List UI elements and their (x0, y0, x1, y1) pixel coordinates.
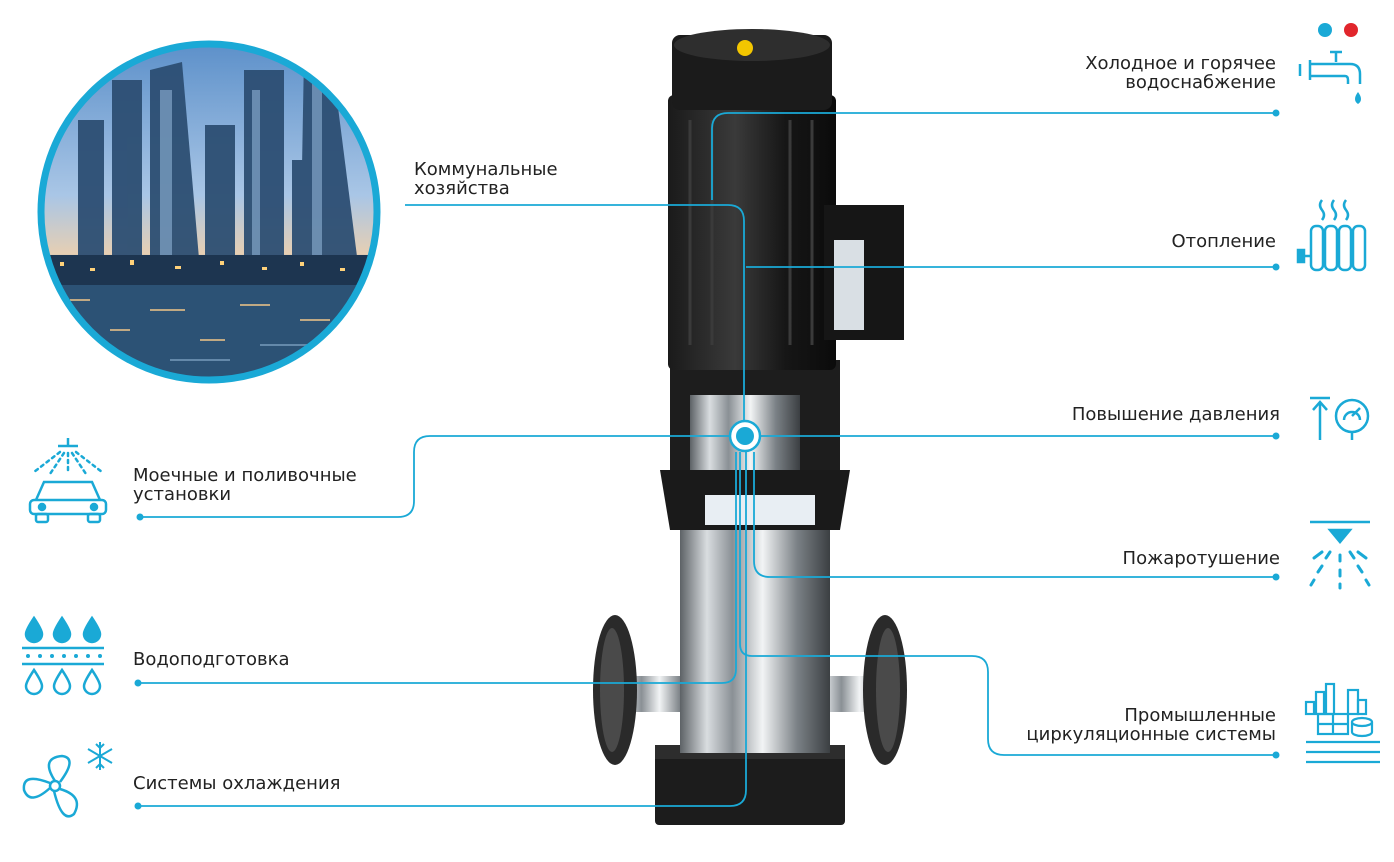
label-fire-fighting: Пожаротушение (1122, 548, 1280, 569)
label-water-treatment: Водоподготовка (133, 649, 290, 670)
label-heating: Отопление (1171, 231, 1276, 252)
label-communal: Коммунальные хозяйства (414, 159, 558, 199)
connector-endpoints (134, 109, 1280, 810)
pump-illustration (593, 29, 907, 825)
connector-hub (728, 419, 762, 453)
sprinkler-icon (1309, 520, 1371, 590)
water-filter-icon (22, 615, 104, 696)
label-pressure-boost: Повышение давления (1071, 404, 1280, 425)
connector-lines (138, 112, 1276, 807)
industrial-plant-icon (1304, 682, 1380, 764)
label-industrial: Промышленные циркуляционные системы (1026, 705, 1276, 745)
label-water-supply: Холодное и горячее водоснабжение (1085, 53, 1276, 93)
fan-snowflake-icon (22, 742, 113, 818)
faucet-icon (1298, 23, 1362, 104)
pressure-gauge-icon (1310, 396, 1370, 440)
radiator-icon (1296, 199, 1367, 272)
label-washing: Моечные и поливочные установки (133, 465, 357, 505)
label-cooling: Системы охлаждения (133, 773, 341, 794)
car-wash-icon (28, 438, 108, 524)
city-photo (37, 40, 381, 384)
